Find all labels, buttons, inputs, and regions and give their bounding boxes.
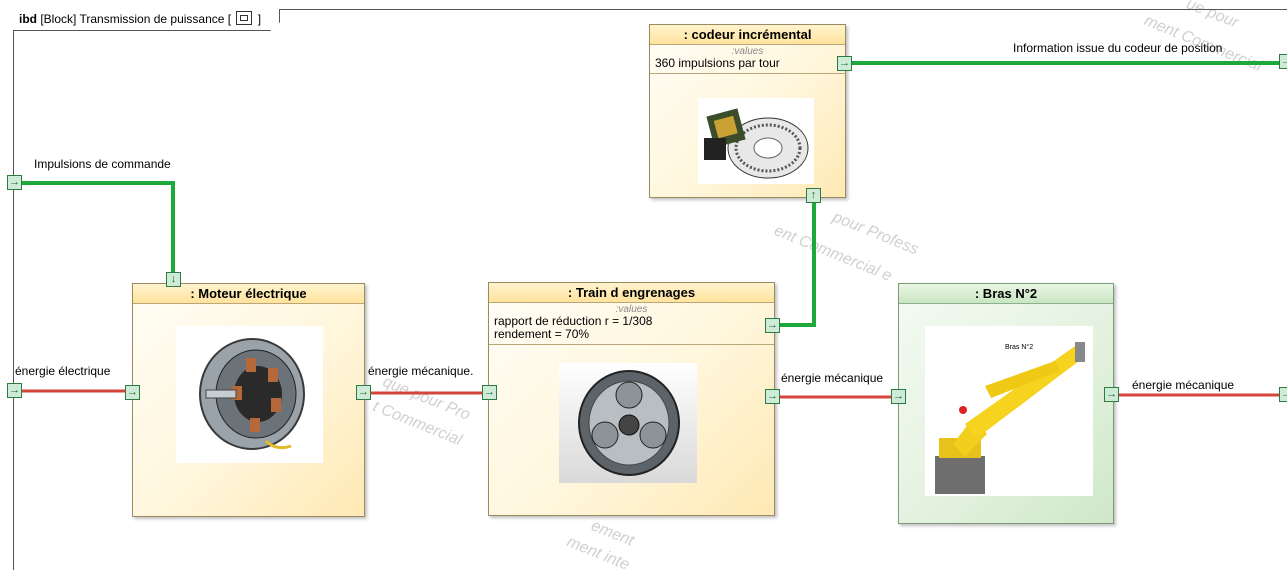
block-moteur-electrique[interactable]: : Moteur électrique xyxy=(132,283,365,517)
values-label: :values xyxy=(615,304,648,315)
frame-kind: ibd xyxy=(19,12,37,26)
values-label: :values xyxy=(731,46,764,57)
planetary-gear-image xyxy=(559,363,697,483)
port-train-out[interactable]: → xyxy=(765,389,780,404)
connector-label-energie-electrique: énergie électrique xyxy=(15,364,111,378)
port-train-in[interactable]: → xyxy=(482,385,497,400)
robot-image-caption: Bras N°2 xyxy=(1005,344,1034,351)
port-codeur-out[interactable]: → xyxy=(837,56,852,71)
robot-arm-image: Bras N°2 xyxy=(925,326,1093,496)
value-row: 360 impulsions par tour xyxy=(655,56,780,70)
port-impulsions-in[interactable]: → xyxy=(7,175,22,190)
frame-title: [Block] Transmission de puissance [ xyxy=(40,12,232,26)
block-title: : Moteur électrique xyxy=(133,284,364,304)
connector-impulsions xyxy=(22,181,175,275)
block-title: : Train d engrenages xyxy=(489,283,774,303)
connector-label-impulsions: Impulsions de commande xyxy=(34,157,171,171)
port-energie-electrique-in[interactable]: → xyxy=(7,383,22,398)
block-train-engrenages[interactable]: : Train d engrenages :values rapport de … xyxy=(488,282,775,516)
port-moteur-in[interactable]: → xyxy=(125,385,140,400)
frame-title-end: ] xyxy=(257,12,262,26)
block-codeur-incremental[interactable]: : codeur incrémental :values 360 impulsi… xyxy=(649,24,846,198)
diagram-frame-tab[interactable]: ibd [Block] Transmission de puissance [ … xyxy=(13,9,280,31)
values-compartment: :values 360 impulsions par tour xyxy=(650,45,845,74)
port-moteur-command[interactable]: ↓ xyxy=(166,272,181,287)
port-moteur-out[interactable]: → xyxy=(356,385,371,400)
block-title: : Bras N°2 xyxy=(899,284,1113,304)
port-energie-sortie[interactable]: → xyxy=(1279,387,1287,402)
value-row: rapport de réduction r = 1/308 xyxy=(494,314,653,328)
port-bras-out[interactable]: → xyxy=(1104,387,1119,402)
electric-motor-image xyxy=(176,326,323,463)
diagram-frame-left xyxy=(13,9,14,570)
connector-train-codeur xyxy=(780,196,816,327)
block-title: : codeur incrémental xyxy=(650,25,845,45)
value-row: rendement = 70% xyxy=(494,327,590,341)
connector-label-info-codeur: Information issue du codeur de position xyxy=(1013,41,1223,55)
port-codeur-in[interactable]: ↑ xyxy=(806,188,821,203)
port-bras-in[interactable]: → xyxy=(891,389,906,404)
port-info-codeur-out[interactable]: → xyxy=(1279,54,1287,69)
connector-label-energie-mecanique-train: énergie mécanique xyxy=(781,371,884,385)
diagram-frame-top xyxy=(13,9,1287,10)
block-frame-icon xyxy=(236,11,252,25)
block-bras-n2[interactable]: : Bras N°2 Bras N°2 xyxy=(898,283,1114,524)
connector-label-energie-mecanique-bras: énergie mécanique xyxy=(1132,378,1235,392)
values-compartment: :values rapport de réduction r = 1/308 r… xyxy=(489,303,774,345)
connector-label-energie-mecanique-moteur: énergie mécanique. xyxy=(368,364,474,378)
port-train-signal-out[interactable]: → xyxy=(765,318,780,333)
rotary-encoder-image xyxy=(698,98,814,184)
